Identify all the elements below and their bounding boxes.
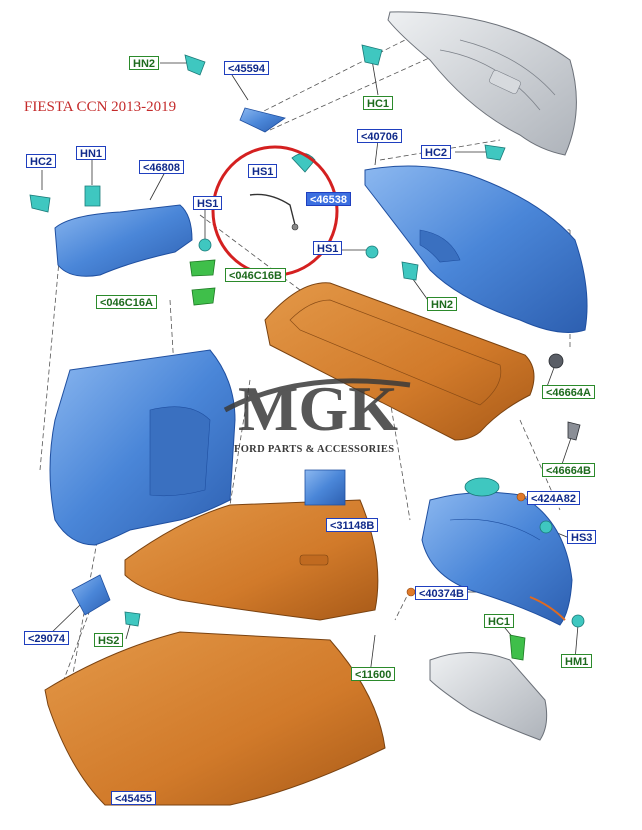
callout-hm1[interactable]: HM1 xyxy=(561,654,593,668)
watermark-subtitle: FORD PARTS & ACCESSORIES xyxy=(234,444,395,455)
callout-hc1-bottom[interactable]: HC1 xyxy=(484,614,515,628)
callout-40374b[interactable]: <40374B xyxy=(415,586,468,600)
callout-hn1-left[interactable]: HN1 xyxy=(76,146,107,160)
callout-46808[interactable]: <46808 xyxy=(139,160,185,174)
callout-31148b[interactable]: <31148B xyxy=(326,518,379,532)
load-floor xyxy=(124,499,379,621)
left-lower-trim xyxy=(49,349,236,546)
rear-lower-panel xyxy=(421,491,573,626)
callout-hs2[interactable]: HS2 xyxy=(94,633,124,647)
callout-hc2-left[interactable]: HC2 xyxy=(26,154,57,168)
boot-lid xyxy=(387,11,577,156)
callout-046c16a[interactable]: <046C16A xyxy=(96,295,157,309)
diagram-title: FIESTA CCN 2013-2019 xyxy=(24,99,177,115)
callout-46664b[interactable]: <46664B xyxy=(542,463,595,477)
callout-46664a[interactable]: <46664A xyxy=(542,385,595,399)
watermark-logo: MGK xyxy=(223,373,411,444)
callout-45455[interactable]: <45455 xyxy=(111,791,157,805)
callout-hc2-right[interactable]: HC2 xyxy=(421,145,452,159)
small-parts xyxy=(29,44,585,661)
callout-hs3[interactable]: HS3 xyxy=(567,530,597,544)
callout-hs1-c[interactable]: HS1 xyxy=(313,241,343,255)
rear-body-panel xyxy=(429,652,548,741)
callout-29074[interactable]: <29074 xyxy=(24,631,70,645)
callout-hs1-a[interactable]: HS1 xyxy=(248,164,278,178)
left-upper-trim xyxy=(54,204,193,277)
callout-hn2-top[interactable]: HN2 xyxy=(129,56,160,70)
callout-45594[interactable]: <45594 xyxy=(224,61,270,75)
callout-424a82[interactable]: <424A82 xyxy=(527,491,580,505)
callout-hc1-top[interactable]: HC1 xyxy=(363,96,394,110)
callout-hs1-b[interactable]: HS1 xyxy=(193,196,223,210)
callout-046c16b[interactable]: <046C16B xyxy=(225,268,286,282)
boot-mat xyxy=(44,631,386,806)
callout-hn2-mid[interactable]: HN2 xyxy=(427,297,458,311)
callout-46538[interactable]: <46538 xyxy=(306,192,352,206)
parcel-shelf xyxy=(264,282,535,441)
callout-11600[interactable]: <11600 xyxy=(351,667,396,681)
callout-40706[interactable]: <40706 xyxy=(357,129,403,143)
right-side-trim-panel xyxy=(364,165,588,333)
